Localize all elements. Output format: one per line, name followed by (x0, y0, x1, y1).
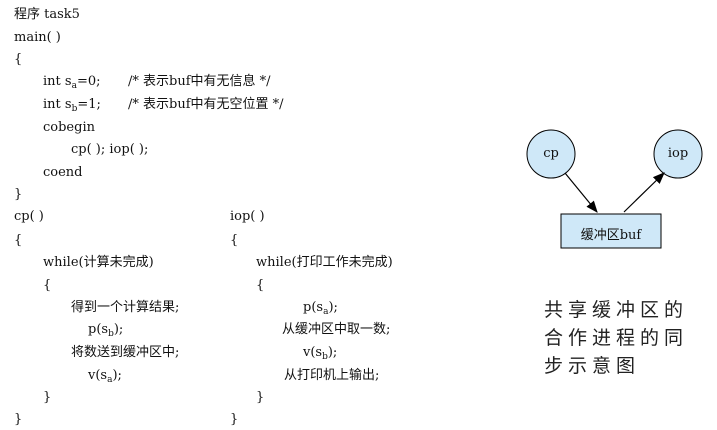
cp-stmt-p-subscript: b (108, 329, 114, 339)
buffer-to-iop-arrow (623, 172, 665, 213)
cp-open-brace: { (14, 233, 23, 248)
iop-stmt-v-subscript: b (322, 352, 328, 362)
buffer-label: 缓冲区buf (580, 228, 642, 243)
cp-while-line: while(计算未完成) (43, 255, 154, 270)
decl-sa-text: int s (43, 74, 72, 89)
cp-inner-close-brace: } (43, 390, 52, 405)
decl-sb-text: int s (43, 97, 72, 112)
iop-while-line: while(打印工作未完成) (256, 255, 393, 270)
cp-to-buffer-arrow (564, 172, 598, 213)
iop-node-label: iop (667, 146, 689, 161)
decl-sb-value: =1; (77, 97, 101, 112)
diagram-caption: 共享缓冲区的 合作进程的同 步示意图 (544, 296, 704, 380)
buffer-box (560, 213, 662, 249)
cp-close-brace: } (14, 412, 23, 427)
iop-stmt-v-close: ); (327, 345, 338, 360)
iop-stmt-p-close: ); (328, 300, 338, 315)
cp-stmt-p-close: ); (113, 322, 124, 337)
iop-process-node (653, 129, 703, 179)
iop-stmt-p-sa: p(sa); (303, 300, 338, 317)
caption-line-1: 共享缓冲区的 (544, 299, 689, 321)
iop-stmt-v-text: v(s (303, 345, 323, 360)
caption-line-3: 步示意图 (544, 355, 641, 377)
caption-line-2: 合作进程的同 (544, 327, 689, 349)
cp-stmt-send-to-buffer: 将数送到缓冲区中; (71, 345, 180, 360)
iop-stmt-v-sb: v(sb); (303, 345, 338, 362)
coend-keyword: coend (43, 165, 83, 180)
cp-node-label: cp (543, 146, 559, 161)
iop-close-brace: } (230, 412, 239, 427)
main-open-brace: { (14, 52, 23, 67)
process-calls: cp( ); iop( ); (71, 142, 149, 157)
cp-stmt-v-text: v(s (88, 368, 108, 383)
cp-stmt-p-text: p(s (88, 322, 109, 337)
cp-stmt-v-sa: v(sa); (88, 368, 122, 385)
decl-sa-comment: /* 表示buf中有无信息 */ (128, 74, 271, 89)
cp-declaration: cp( ) (14, 209, 44, 224)
decl-sa-subscript: a (71, 81, 77, 91)
cp-stmt-p-sb: p(sb); (88, 322, 124, 339)
main-declaration: main( ) (14, 30, 61, 45)
cp-stmt-v-subscript: a (107, 375, 113, 385)
cp-inner-open-brace: { (43, 278, 52, 293)
cp-process-node (526, 129, 576, 179)
iop-declaration: iop( ) (230, 209, 265, 224)
iop-inner-close-brace: } (256, 390, 265, 405)
main-close-brace: } (14, 187, 23, 202)
iop-inner-open-brace: { (256, 278, 265, 293)
decl-sb-comment: /* 表示buf中有无空位置 */ (128, 97, 284, 112)
cp-stmt-v-close: ); (112, 368, 122, 383)
iop-stmt-print-output: 从打印机上输出; (284, 368, 380, 383)
cp-stmt-get-result: 得到一个计算结果; (71, 300, 180, 315)
decl-sa: int sa=0; (43, 74, 101, 91)
decl-sb-subscript: b (71, 104, 78, 114)
iop-stmt-p-subscript: a (323, 307, 329, 317)
decl-sa-value: =0; (76, 74, 101, 89)
program-header: 程序 task5 (14, 7, 80, 22)
cobegin-keyword: cobegin (43, 120, 95, 135)
iop-stmt-p-text: p(s (303, 300, 324, 315)
iop-stmt-take-from-buffer: 从缓冲区中取一数; (282, 322, 391, 337)
iop-open-brace: { (230, 233, 239, 248)
decl-sb: int sb=1; (43, 97, 101, 114)
